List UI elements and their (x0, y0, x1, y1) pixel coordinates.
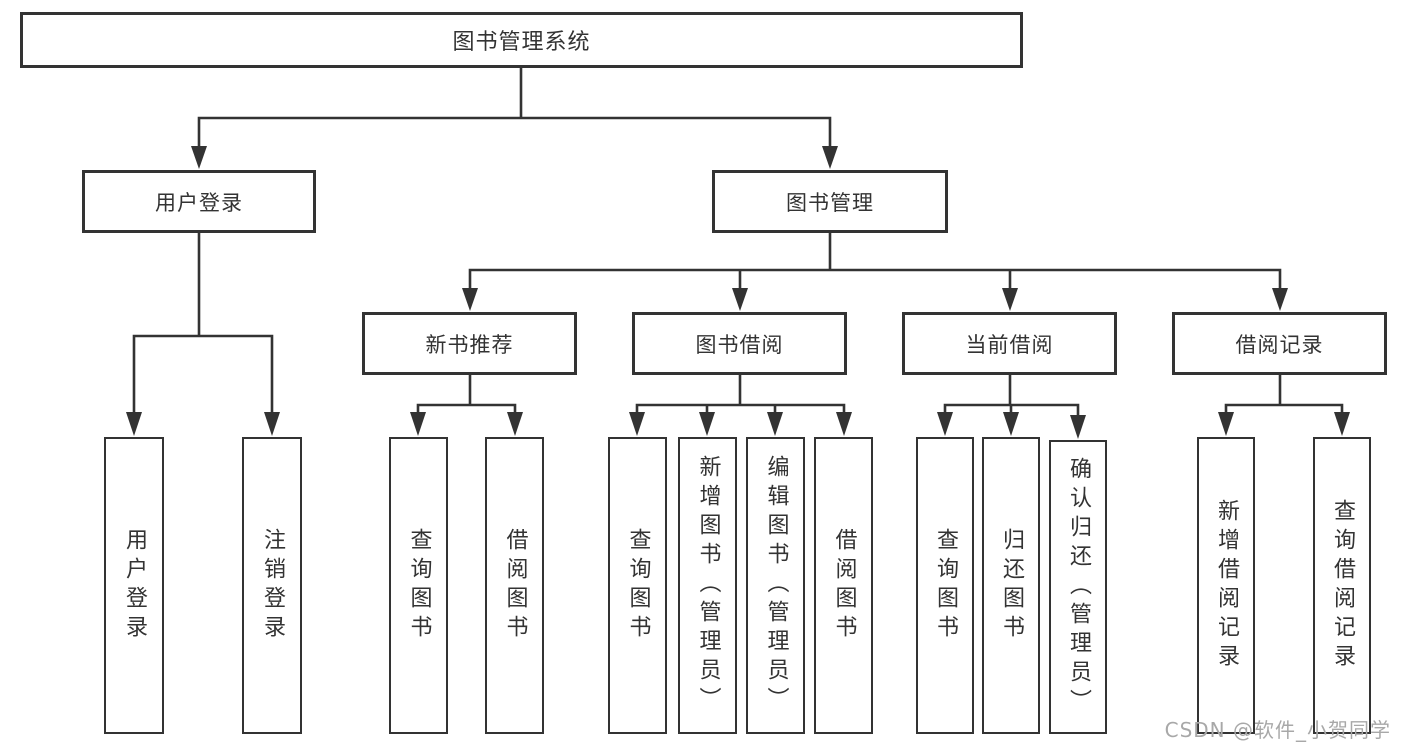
node-leaf-borrow-books-2: 借阅图书 (814, 437, 873, 734)
node-book-borrowing: 图书借阅 (632, 312, 847, 375)
node-new-book-recommend-label: 新书推荐 (425, 332, 514, 357)
node-book-management-label: 图书管理 (786, 190, 874, 215)
node-book-management: 图书管理 (712, 170, 948, 233)
node-leaf-borrow-books-2-label: 借阅图书 (831, 527, 857, 644)
node-leaf-user-login: 用户登录 (104, 437, 164, 734)
node-leaf-borrow-books-1: 借阅图书 (485, 437, 544, 734)
node-leaf-confirm-return-admin-label: 确认归还（管理员） (1066, 456, 1091, 718)
node-leaf-query-borrow-record-label: 查询借阅记录 (1330, 498, 1355, 673)
node-user-login-label: 用户登录 (155, 190, 243, 215)
node-leaf-add-books-admin: 新增图书（管理员） (678, 437, 737, 734)
node-leaf-query-books-3-label: 查询图书 (933, 527, 958, 644)
node-root-label: 图书管理系统 (452, 30, 591, 55)
node-current-borrowing-label: 当前借阅 (965, 332, 1054, 357)
node-leaf-add-borrow-record-label: 新增借阅记录 (1214, 498, 1239, 673)
node-new-book-recommend: 新书推荐 (362, 312, 577, 375)
node-leaf-query-books-2: 查询图书 (608, 437, 667, 734)
node-leaf-query-books-2-label: 查询图书 (625, 527, 651, 644)
node-borrow-records: 借阅记录 (1172, 312, 1387, 375)
node-leaf-user-login-label: 用户登录 (122, 527, 147, 644)
node-book-borrowing-label: 图书借阅 (695, 332, 784, 357)
watermark-text: CSDN @软件_小贺同学 (1164, 718, 1391, 742)
node-leaf-edit-books-admin-label: 编辑图书（管理员） (763, 455, 789, 716)
node-current-borrowing: 当前借阅 (902, 312, 1117, 375)
node-user-login: 用户登录 (82, 170, 316, 233)
node-leaf-add-books-admin-label: 新增图书（管理员） (695, 455, 721, 716)
node-leaf-logout-label: 注销登录 (260, 527, 285, 644)
node-borrow-records-label: 借阅记录 (1235, 332, 1324, 357)
node-leaf-add-borrow-record: 新增借阅记录 (1197, 437, 1255, 734)
node-root: 图书管理系统 (20, 12, 1023, 68)
node-leaf-return-books: 归还图书 (982, 437, 1040, 734)
node-leaf-query-books-3: 查询图书 (916, 437, 974, 734)
node-leaf-confirm-return-admin: 确认归还（管理员） (1049, 440, 1107, 734)
node-leaf-query-books-1-label: 查询图书 (406, 527, 432, 644)
node-leaf-query-books-1: 查询图书 (389, 437, 448, 734)
node-leaf-borrow-books-1-label: 借阅图书 (502, 527, 528, 644)
node-leaf-logout: 注销登录 (242, 437, 302, 734)
node-leaf-query-borrow-record: 查询借阅记录 (1313, 437, 1371, 734)
node-leaf-return-books-label: 归还图书 (999, 527, 1024, 644)
node-leaf-edit-books-admin: 编辑图书（管理员） (746, 437, 805, 734)
